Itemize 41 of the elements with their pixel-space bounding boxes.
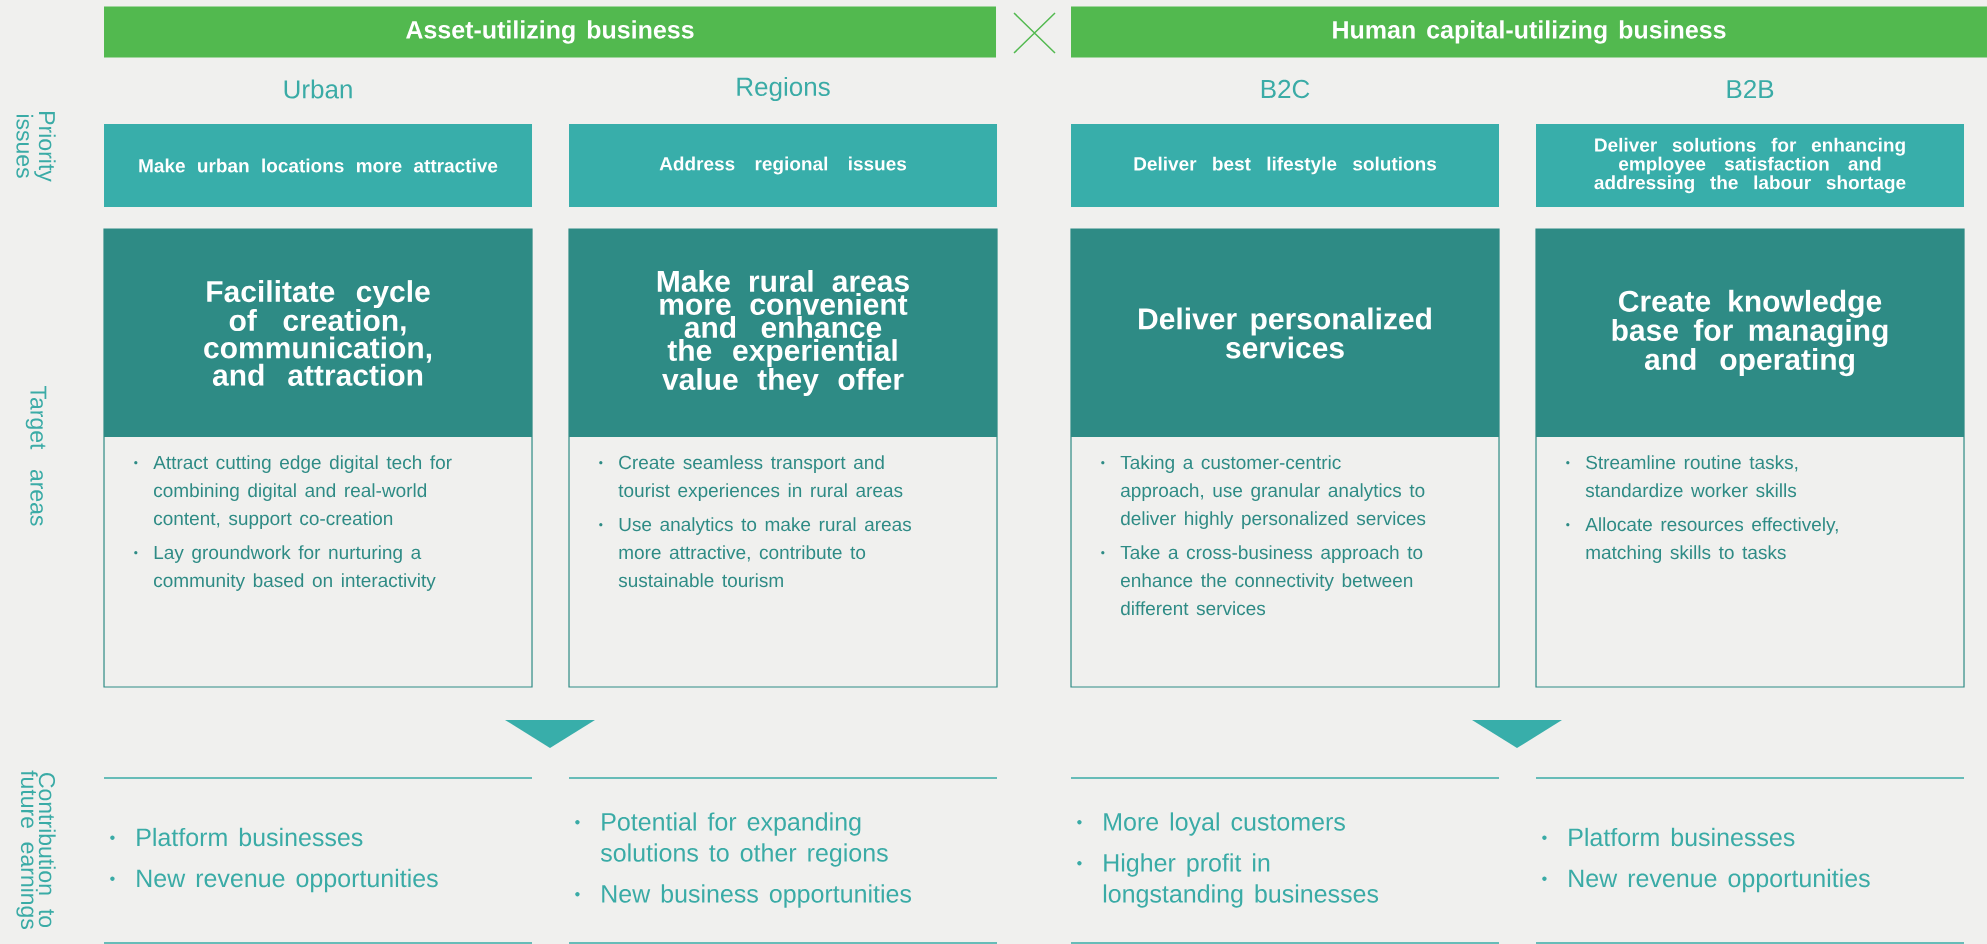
bullet-item: Allocate resources effectively, matching skills to tasks <box>1566 517 1838 563</box>
bullet-item: Create seamless transport and tourist experiences in rural areas <box>599 455 903 501</box>
bullet-item: New revenue opportunities <box>110 868 438 893</box>
row-label: Target areas <box>25 386 47 526</box>
issue-box: Deliver solutions for enhancing employee satisfaction and addressing the labour shortage <box>1536 124 1964 207</box>
column-label: B2B <box>1727 79 1774 99</box>
bullet-item: Taking a customer-centric approach, use granular analytics to deliver highly personalized services <box>1101 455 1426 529</box>
bullet-item: New business opportunities <box>575 884 912 908</box>
bullet-item: Platform businesses <box>110 827 363 847</box>
card-heading: Deliver personalized services <box>1139 307 1431 359</box>
column-label: B2C <box>1261 79 1310 99</box>
row-label: Contribution to future earnings <box>16 770 56 929</box>
bullet-item: Platform businesses <box>1542 827 1795 847</box>
target-card <box>568 228 998 688</box>
target-card <box>103 228 533 688</box>
issue-box: Make urban locations more attractive <box>104 124 532 207</box>
bullet-item: Use analytics to make rural areas more attractive, contribute to sustainable tourism <box>599 517 911 588</box>
bullet-item: Lay groundwork for nurturing a community based on interactivity <box>134 545 436 591</box>
contribution-band <box>1070 777 1500 944</box>
bullet-item: New revenue opportunities <box>1542 868 1870 893</box>
issue-box: Address regional issues <box>569 124 997 207</box>
heading-band: Human capital-utilizing business <box>1071 6 1987 58</box>
contribution-band <box>1535 777 1965 944</box>
contribution-band <box>568 777 998 944</box>
bullet-item: Higher profit in longstanding businesses <box>1077 853 1379 908</box>
contribution-band <box>103 777 533 944</box>
column-label: Urban <box>284 79 352 99</box>
card-heading: Create knowledge base for managing and operating <box>1612 289 1888 377</box>
card-heading: Make rural areas more convenient and enhance the experiential value they offer <box>657 270 909 396</box>
bullet-item: Streamline routine tasks, standardize worker skills <box>1566 455 1798 498</box>
heading-band: Asset-utilizing business <box>104 6 996 58</box>
bullet-item: Potential for expanding solutions to other regions <box>575 812 888 867</box>
bullet-item: More loyal customers <box>1077 812 1345 836</box>
target-card <box>1535 228 1965 688</box>
bullet-item: Attract cutting edge digital tech for combining digital and real-world content, support co-creation <box>134 455 452 529</box>
bullet-item: Take a cross-business approach to enhance the connectivity between different services <box>1101 545 1423 616</box>
column-label: Regions <box>737 76 830 102</box>
row-label: Priority issues <box>16 112 56 182</box>
issue-box: Deliver best lifestyle solutions <box>1071 124 1499 207</box>
card-heading: Facilitate cycle of creation, communication, and attraction <box>204 280 432 386</box>
target-card <box>1070 228 1500 688</box>
